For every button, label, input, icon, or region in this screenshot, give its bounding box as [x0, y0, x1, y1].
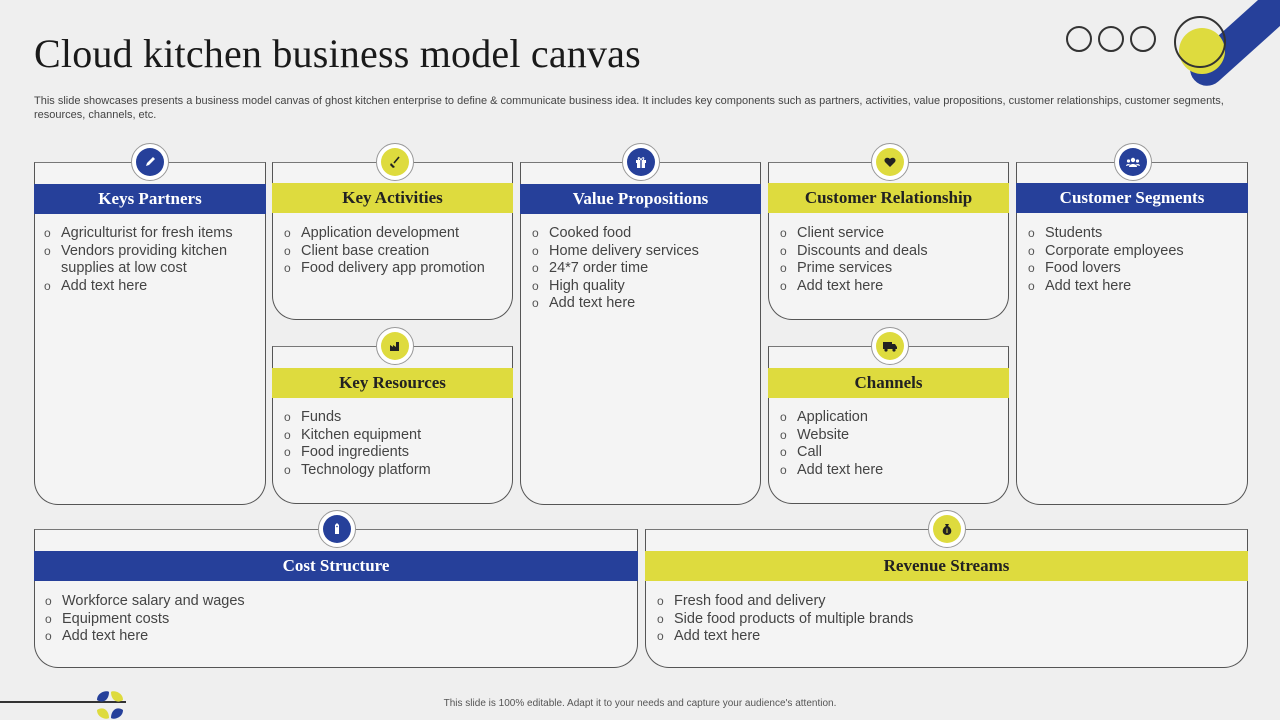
list-item: Discounts and deals	[777, 243, 1002, 261]
card-key-activities: Key Activities Application development C…	[272, 162, 513, 320]
heart-icon	[876, 148, 904, 176]
card-customer-segments: Customer Segments Students Corporate emp…	[1016, 162, 1248, 505]
list-item: 24*7 order time	[529, 260, 754, 278]
list-item: Cooked food	[529, 225, 754, 243]
card-list: Application Website Call Add text here	[777, 409, 1002, 479]
card-header: Channels	[768, 368, 1009, 398]
badge	[376, 143, 414, 181]
list-item: Food lovers	[1025, 260, 1240, 278]
footer-note: This slide is 100% editable. Adapt it to…	[443, 698, 837, 709]
decor-circle	[1130, 26, 1156, 52]
list-item: Add text here	[654, 628, 1234, 646]
badge	[376, 327, 414, 365]
card-value-propositions: Value Propositions Cooked food Home deli…	[520, 162, 761, 505]
money-bag-icon	[933, 515, 961, 543]
card-header: Key Activities	[272, 183, 513, 213]
page-title: Cloud kitchen business model canvas	[34, 31, 641, 76]
badge	[928, 510, 966, 548]
card-list: Funds Kitchen equipment Food ingredients…	[281, 409, 506, 479]
card-header: Cost Structure	[34, 551, 638, 581]
card-list: Application development Client base crea…	[281, 225, 506, 278]
decor-circle-large	[1174, 16, 1226, 68]
list-item: Application development	[281, 225, 506, 243]
list-item: Add text here	[41, 278, 251, 296]
card-list: Fresh food and delivery Side food produc…	[654, 593, 1234, 646]
list-item: Fresh food and delivery	[654, 593, 1234, 611]
list-item: Food delivery app promotion	[281, 260, 506, 278]
list-item: Add text here	[42, 628, 622, 646]
card-channels: Channels Application Website Call Add te…	[768, 346, 1009, 504]
card-header: Customer Relationship	[768, 183, 1009, 213]
list-item: Workforce salary and wages	[42, 593, 622, 611]
users-icon	[1119, 148, 1147, 176]
badge	[622, 143, 660, 181]
shovel-icon	[381, 148, 409, 176]
badge	[131, 143, 169, 181]
card-list: Client service Discounts and deals Prime…	[777, 225, 1002, 295]
list-item: Kitchen equipment	[281, 427, 506, 445]
card-revenue-streams: Revenue Streams Fresh food and delivery …	[645, 529, 1248, 668]
list-item: Website	[777, 427, 1002, 445]
page-description: This slide showcases presents a business…	[34, 95, 1224, 121]
list-item: Funds	[281, 409, 506, 427]
list-item: Corporate employees	[1025, 243, 1240, 261]
badge	[1114, 143, 1152, 181]
card-customer-relationship: Customer Relationship Client service Dis…	[768, 162, 1009, 320]
card-header: Value Propositions	[520, 184, 761, 214]
card-key-partners: Keys Partners Agriculturist for fresh it…	[34, 162, 266, 505]
badge	[871, 327, 909, 365]
list-item: Equipment costs	[42, 611, 622, 629]
list-item: Client base creation	[281, 243, 506, 261]
list-item: Vendors providing kitchen supplies at lo…	[41, 243, 251, 278]
list-item: Add text here	[777, 278, 1002, 296]
truck-icon	[876, 332, 904, 360]
list-item: Prime services	[777, 260, 1002, 278]
decor-circle	[1066, 26, 1092, 52]
card-header: Revenue Streams	[645, 551, 1248, 581]
card-header: Customer Segments	[1016, 183, 1248, 213]
card-list: Agriculturist for fresh items Vendors pr…	[41, 225, 251, 295]
list-item: Add text here	[529, 295, 754, 313]
factory-icon	[381, 332, 409, 360]
price-tag-icon	[323, 515, 351, 543]
badge	[318, 510, 356, 548]
list-item: Home delivery services	[529, 243, 754, 261]
list-item: Add text here	[1025, 278, 1240, 296]
list-item: Client service	[777, 225, 1002, 243]
card-header: Key Resources	[272, 368, 513, 398]
card-key-resources: Key Resources Funds Kitchen equipment Fo…	[272, 346, 513, 504]
card-list: Students Corporate employees Food lovers…	[1025, 225, 1240, 295]
list-item: Call	[777, 444, 1002, 462]
card-header: Keys Partners	[34, 184, 266, 214]
list-item: Side food products of multiple brands	[654, 611, 1234, 629]
gift-icon	[627, 148, 655, 176]
decor-circle	[1098, 26, 1124, 52]
card-list: Workforce salary and wages Equipment cos…	[42, 593, 622, 646]
footer-divider	[0, 701, 126, 703]
list-item: Students	[1025, 225, 1240, 243]
list-item: Application	[777, 409, 1002, 427]
card-list: Cooked food Home delivery services 24*7 …	[529, 225, 754, 313]
list-item: Food ingredients	[281, 444, 506, 462]
brand-logo	[97, 691, 123, 719]
list-item: Technology platform	[281, 462, 506, 480]
list-item: Add text here	[777, 462, 1002, 480]
list-item: High quality	[529, 278, 754, 296]
card-cost-structure: Cost Structure Workforce salary and wage…	[34, 529, 638, 668]
list-item: Agriculturist for fresh items	[41, 225, 251, 243]
badge	[871, 143, 909, 181]
pencil-icon	[136, 148, 164, 176]
